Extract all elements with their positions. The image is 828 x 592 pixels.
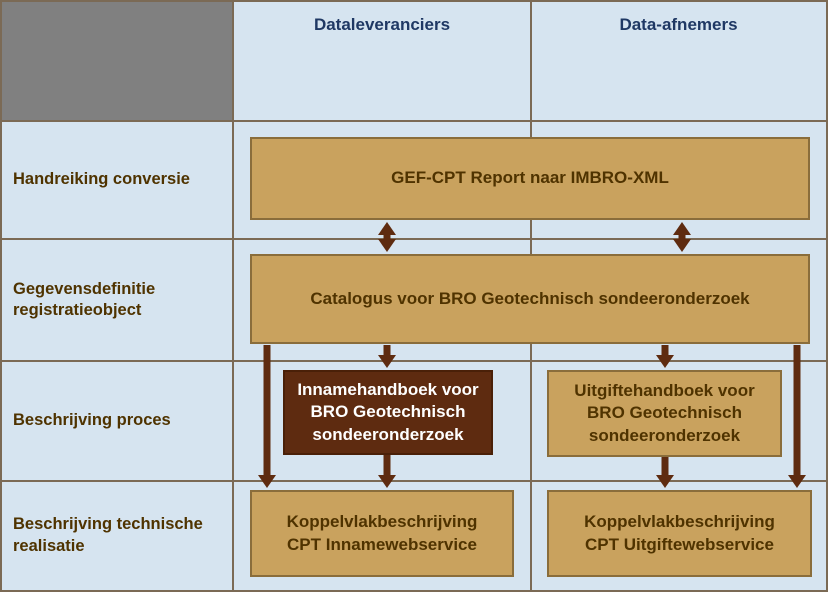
arrow-innamehandboek-koppelvlak (378, 455, 396, 488)
row-label-text: Beschrijving technische realisatie (13, 515, 203, 555)
column-header-data-afnemers: Data-afnemers (531, 2, 826, 120)
arrow-uitgiftehandboek-koppelvlak (656, 457, 674, 488)
row-label-text: Gegevensdefinitie registratieobject (13, 279, 156, 319)
arrow-catalogus-innamehandboek (378, 345, 396, 368)
grid-line-horizontal-4 (2, 480, 826, 482)
arrow-catalogus-uitgiftehandboek (656, 345, 674, 368)
arrow-gef-catalogus-right (673, 222, 691, 252)
box-uitgiftehandboek: Uitgiftehandboek voor BRO Geotechnisch s… (547, 370, 782, 457)
row-label-beschrijving-proces: Beschrijving proces (2, 361, 233, 481)
box-koppelvlak-inname: Koppelvlakbeschrijving CPT Innamewebserv… (250, 490, 514, 577)
box-label: GEF-CPT Report naar IMBRO-XML (391, 168, 669, 188)
column-header-label: Dataleveranciers (313, 15, 451, 34)
column-header-label: Data-afnemers (619, 15, 738, 34)
corner-cell (2, 2, 233, 121)
column-header-dataleveranciers: Dataleveranciers (233, 2, 531, 120)
box-label: Koppelvlakbeschrijving CPT Innamewebserv… (286, 512, 478, 554)
row-label-gegevensdefinitie-registratieobject: Gegevensdefinitie registratieobject (2, 239, 233, 361)
arrow-catalogus-koppelvlak-inname (258, 345, 276, 488)
row-label-text: Beschrijving proces (13, 411, 171, 430)
box-label: Innamehandboek voor BRO Geotechnisch son… (297, 379, 479, 444)
box-label: Koppelvlakbeschrijving CPT Uitgiftewebse… (584, 512, 775, 554)
box-catalogus: Catalogus voor BRO Geotechnisch sondeero… (250, 254, 810, 344)
grid-line-vertical-1 (232, 2, 234, 590)
box-label: Catalogus voor BRO Geotechnisch sondeero… (310, 288, 750, 308)
box-koppelvlak-uitgifte: Koppelvlakbeschrijving CPT Uitgiftewebse… (547, 490, 812, 577)
row-label-beschrijving-technische-realisatie: Beschrijving technische realisatie (2, 481, 233, 590)
box-gef-cpt-report: GEF-CPT Report naar IMBRO-XML (250, 137, 810, 220)
arrow-gef-catalogus-left (378, 222, 396, 252)
row-label-handreiking-conversie: Handreiking conversie (2, 121, 233, 239)
grid-line-horizontal-3 (2, 360, 826, 362)
grid-line-horizontal-2 (2, 238, 826, 240)
grid-line-horizontal-1 (2, 120, 826, 122)
box-innamehandboek: Innamehandboek voor BRO Geotechnisch son… (283, 370, 493, 455)
box-label: Uitgiftehandboek voor BRO Geotechnisch s… (574, 380, 755, 445)
row-label-text: Handreiking conversie (13, 170, 190, 189)
arrow-catalogus-koppelvlak-uitgifte (788, 345, 806, 488)
